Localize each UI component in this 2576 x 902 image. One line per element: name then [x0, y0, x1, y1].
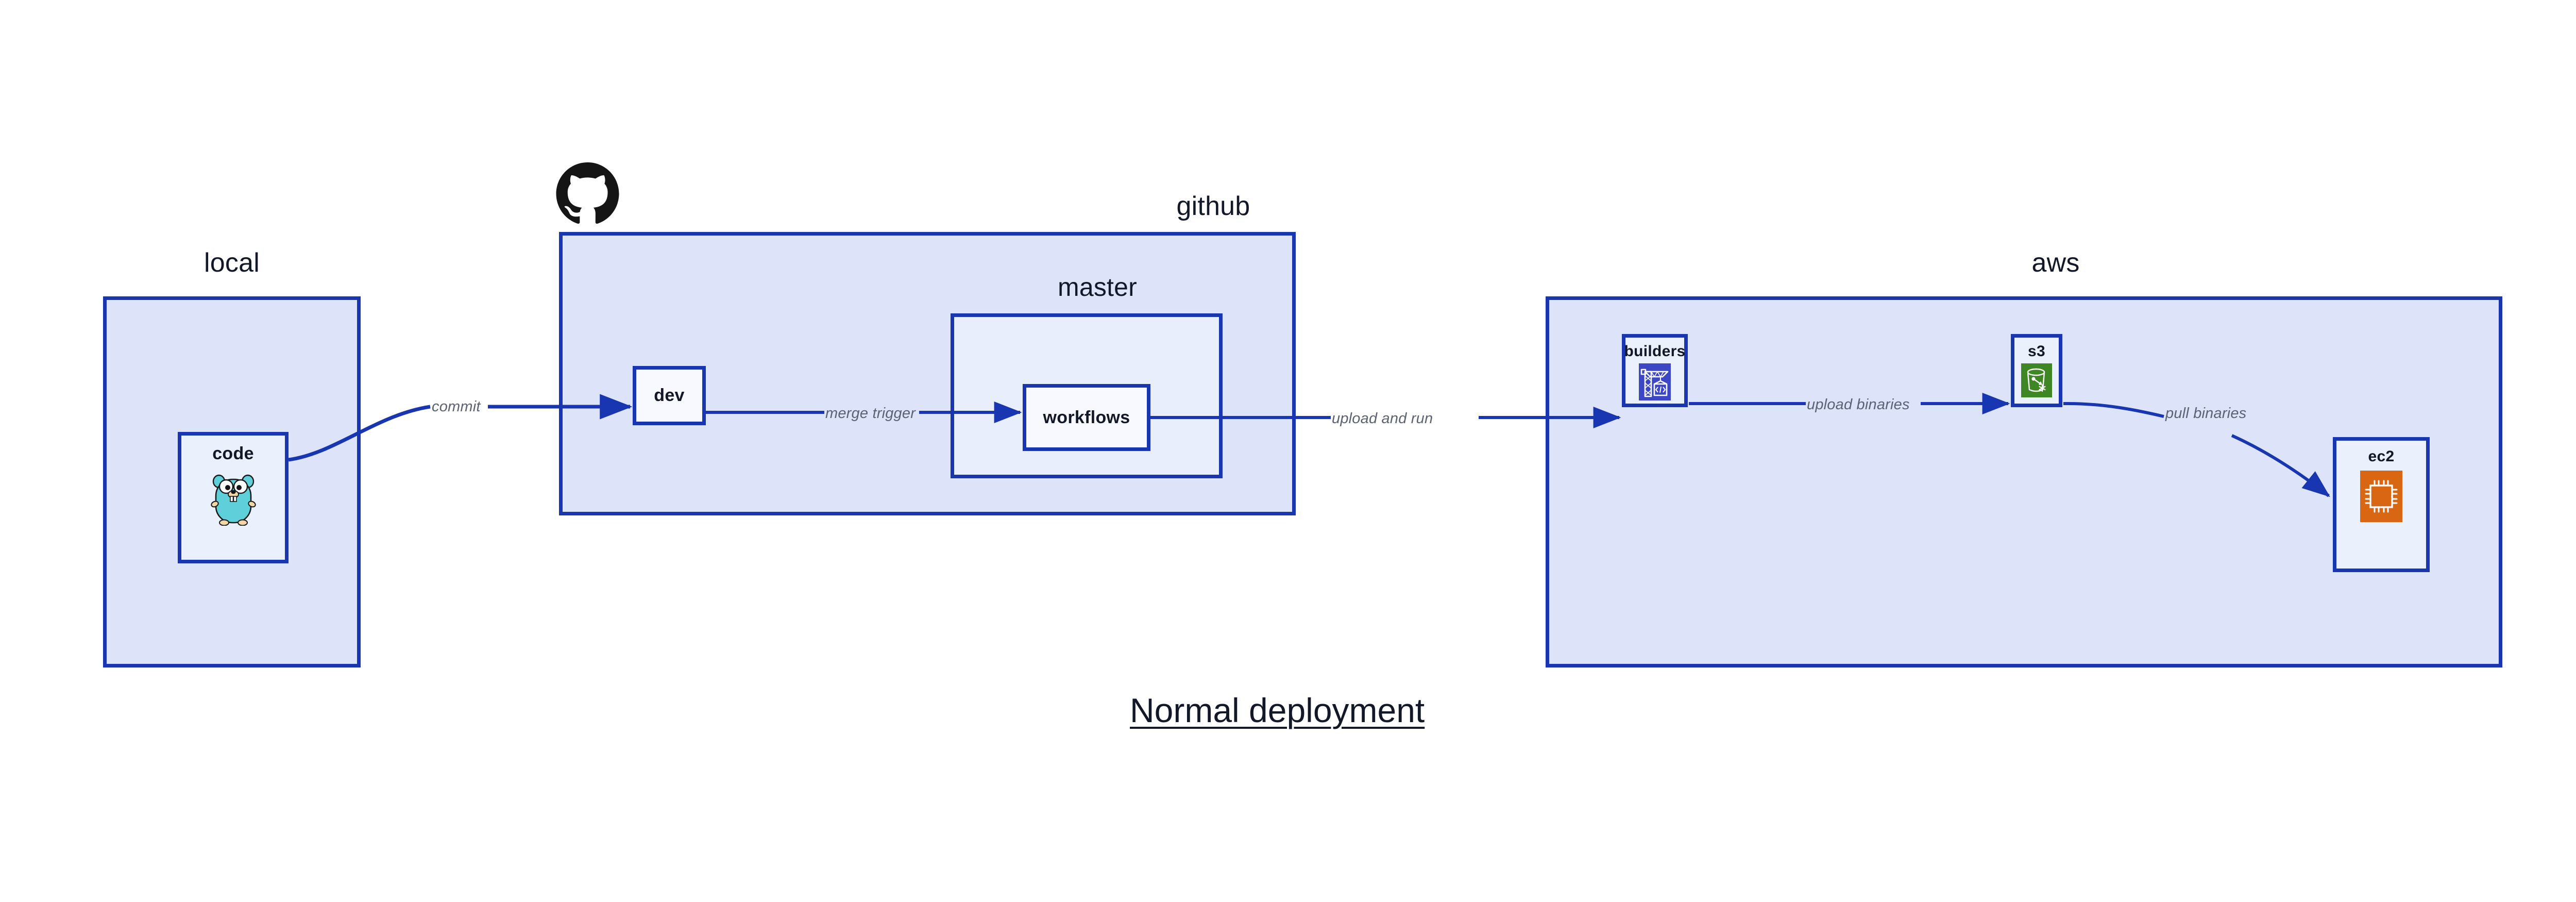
group-label-aws: aws: [2031, 248, 2080, 278]
edge-label-merge-trigger: merge trigger: [825, 405, 916, 422]
node-box-dev[interactable]: dev: [633, 366, 706, 425]
diagram-title: Normal deployment: [1130, 691, 1425, 729]
node-label-builders: builders: [1624, 343, 1686, 360]
group-label-local: local: [204, 248, 260, 278]
node-label-workflows: workflows: [1043, 407, 1130, 427]
node-label-s3: s3: [2028, 343, 2045, 360]
node-label-code: code: [212, 444, 254, 463]
edge-label-pull-binaries: pull binaries: [2165, 405, 2247, 422]
node-label-ec2: ec2: [2368, 448, 2395, 465]
node-box-s3[interactable]: s3: [2011, 334, 2062, 407]
aws-crane-code-icon: [1639, 363, 1671, 403]
group-label-master: master: [1057, 273, 1137, 302]
node-box-workflows[interactable]: workflows: [1023, 384, 1150, 451]
github-mark-icon: [555, 162, 620, 228]
node-box-ec2[interactable]: ec2: [2333, 437, 2430, 572]
node-box-builders[interactable]: builders: [1622, 334, 1688, 407]
node-box-code[interactable]: code: [178, 432, 289, 563]
group-label-github: github: [1176, 191, 1250, 221]
aws-s3-bucket-icon: [2021, 363, 2052, 400]
edge-label-commit: commit: [432, 398, 481, 415]
go-gopher-icon: [209, 468, 258, 528]
edge-label-upload-binaries: upload binaries: [1807, 396, 1910, 413]
aws-ec2-chip-icon: [2360, 471, 2402, 525]
node-label-dev: dev: [654, 386, 685, 405]
edge-label-upload-and-run: upload and run: [1332, 410, 1433, 427]
